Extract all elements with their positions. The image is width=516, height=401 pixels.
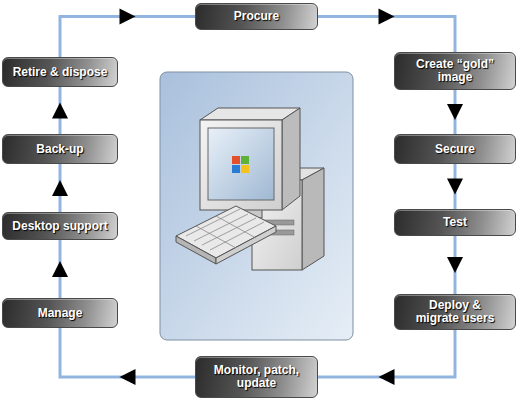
box-label: Desktop support bbox=[12, 220, 107, 233]
arrow-head bbox=[379, 369, 395, 385]
key-row bbox=[210, 222, 264, 250]
loop-connector bbox=[52, 164, 68, 212]
box-label: Test bbox=[443, 216, 467, 229]
loop-connector bbox=[60, 328, 195, 385]
process-box: Desktop support bbox=[2, 212, 118, 240]
arrow-head bbox=[447, 179, 463, 195]
monitor-front bbox=[200, 120, 282, 210]
process-box: Retire & dispose bbox=[2, 57, 118, 87]
box-label: Manage bbox=[38, 307, 83, 320]
process-box: Test bbox=[394, 209, 516, 236]
logo-tile bbox=[241, 165, 249, 173]
arrow-head bbox=[52, 103, 68, 119]
process-box: Create “gold” image bbox=[394, 52, 516, 90]
arrow-head bbox=[52, 261, 68, 277]
logo-tile bbox=[241, 156, 249, 164]
keyboard-keys bbox=[186, 209, 264, 250]
logo-tile bbox=[232, 156, 240, 164]
arrow-head bbox=[379, 9, 395, 25]
loop-connector bbox=[447, 90, 463, 134]
loop-connector bbox=[52, 240, 68, 298]
tower-side bbox=[302, 168, 324, 270]
key-row bbox=[194, 214, 248, 241]
loop-connector bbox=[447, 236, 463, 294]
process-box: Monitor, patch, update bbox=[195, 356, 318, 398]
arrow-head bbox=[447, 257, 463, 273]
connector-line bbox=[60, 17, 195, 58]
process-box: Deploy & migrate users bbox=[394, 294, 516, 330]
loop-connector bbox=[318, 9, 455, 53]
monitor-screen bbox=[208, 128, 274, 200]
loop-connector bbox=[52, 87, 68, 134]
box-label: Monitor, patch, update bbox=[210, 364, 303, 390]
arrow-head bbox=[120, 9, 136, 25]
connector-line bbox=[60, 328, 195, 377]
arrow-head bbox=[52, 180, 68, 196]
logo-tile bbox=[232, 165, 240, 173]
key-row bbox=[202, 218, 256, 245]
loop-connector bbox=[447, 164, 463, 209]
process-box: Procure bbox=[195, 3, 318, 30]
key-col bbox=[196, 226, 236, 248]
process-box: Manage bbox=[2, 298, 118, 328]
box-label: Procure bbox=[234, 10, 279, 23]
loop-connector bbox=[318, 330, 455, 385]
process-box: Secure bbox=[394, 134, 516, 164]
box-label: Create “gold” image bbox=[409, 58, 501, 84]
process-box: Back-up bbox=[2, 134, 118, 164]
box-label: Secure bbox=[435, 143, 475, 156]
box-label: Retire & dispose bbox=[13, 66, 108, 79]
arrow-head bbox=[447, 104, 463, 120]
loop-connector bbox=[60, 9, 195, 58]
arrow-head bbox=[120, 369, 136, 385]
connector-line bbox=[318, 17, 455, 53]
connector-line bbox=[318, 330, 455, 377]
key-col bbox=[216, 216, 256, 238]
box-label: Back-up bbox=[36, 143, 83, 156]
center-panel bbox=[160, 72, 353, 340]
box-label: Deploy & migrate users bbox=[411, 299, 499, 325]
key-row bbox=[186, 209, 240, 236]
monitor-side bbox=[282, 108, 300, 210]
